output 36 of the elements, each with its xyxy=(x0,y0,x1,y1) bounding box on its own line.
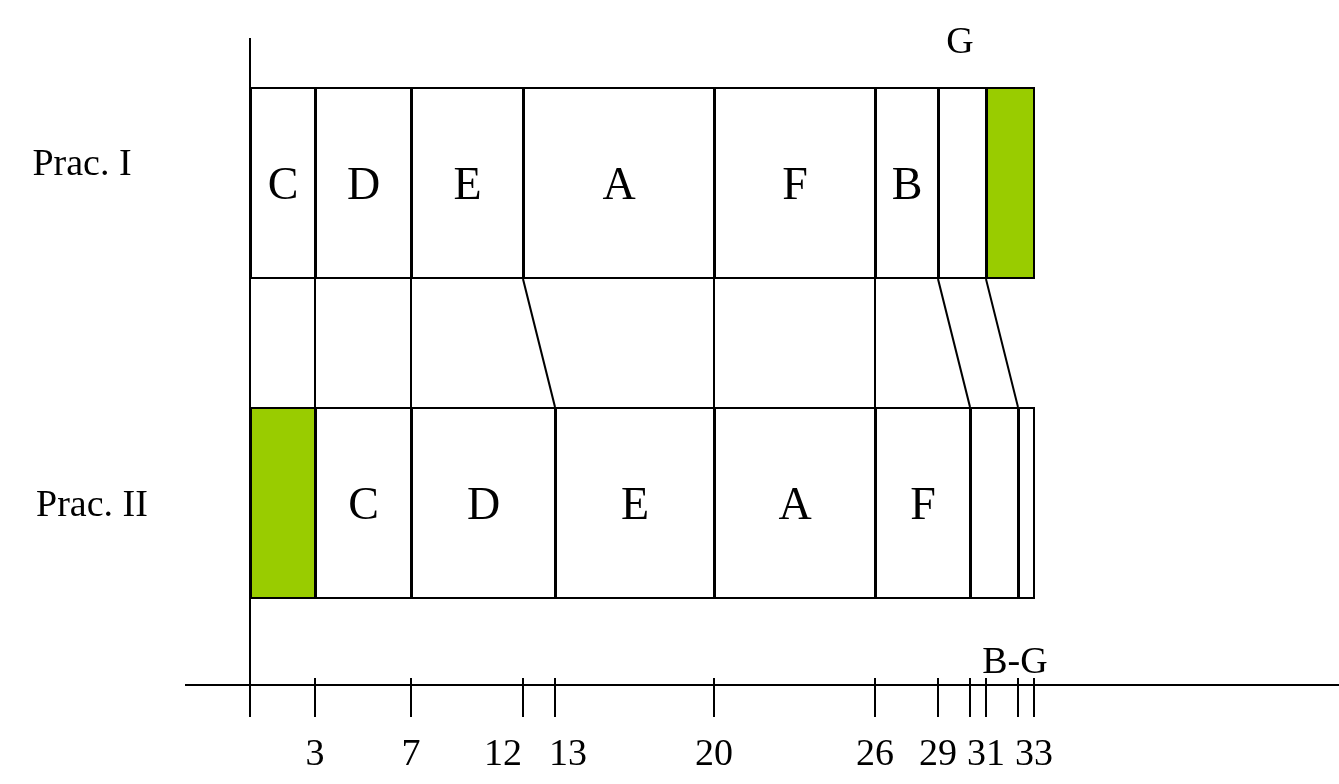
axis-label: B-G xyxy=(982,638,1048,682)
tick-label: 7 xyxy=(401,730,421,774)
row-label: Prac. II xyxy=(36,481,148,525)
task-block: A xyxy=(714,407,876,599)
empty-block xyxy=(1018,407,1035,599)
tick-label: 12 xyxy=(484,730,522,774)
tick-label: 29 xyxy=(919,730,957,774)
task-block: F xyxy=(875,407,971,599)
task-block: D xyxy=(411,407,556,599)
task-block: B xyxy=(875,87,939,279)
tick-label: 31 xyxy=(967,730,1005,774)
link-line xyxy=(713,278,715,408)
row-label: Prac. I xyxy=(32,140,132,184)
task-block: D xyxy=(315,87,412,279)
tick-label: 13 xyxy=(549,730,587,774)
link-line xyxy=(314,278,316,408)
task-block: E xyxy=(555,407,715,599)
task-block: A xyxy=(523,87,715,279)
link-line xyxy=(410,278,412,408)
tick-label: 20 xyxy=(695,730,733,774)
empty-block xyxy=(938,87,987,279)
link-line xyxy=(874,278,876,408)
task-block: F xyxy=(714,87,876,279)
link-line xyxy=(937,278,971,408)
shaded-block xyxy=(986,87,1035,279)
tick-label: 33 xyxy=(1015,730,1053,774)
link-line xyxy=(985,278,1019,408)
tick-label: 26 xyxy=(856,730,894,774)
block-label: G xyxy=(946,18,974,62)
empty-block xyxy=(970,407,1019,599)
task-block: C xyxy=(250,87,316,279)
shaded-block xyxy=(250,407,316,599)
link-line xyxy=(522,278,556,408)
task-block: C xyxy=(315,407,412,599)
task-block: E xyxy=(411,87,524,279)
tick-label: 3 xyxy=(305,730,325,774)
